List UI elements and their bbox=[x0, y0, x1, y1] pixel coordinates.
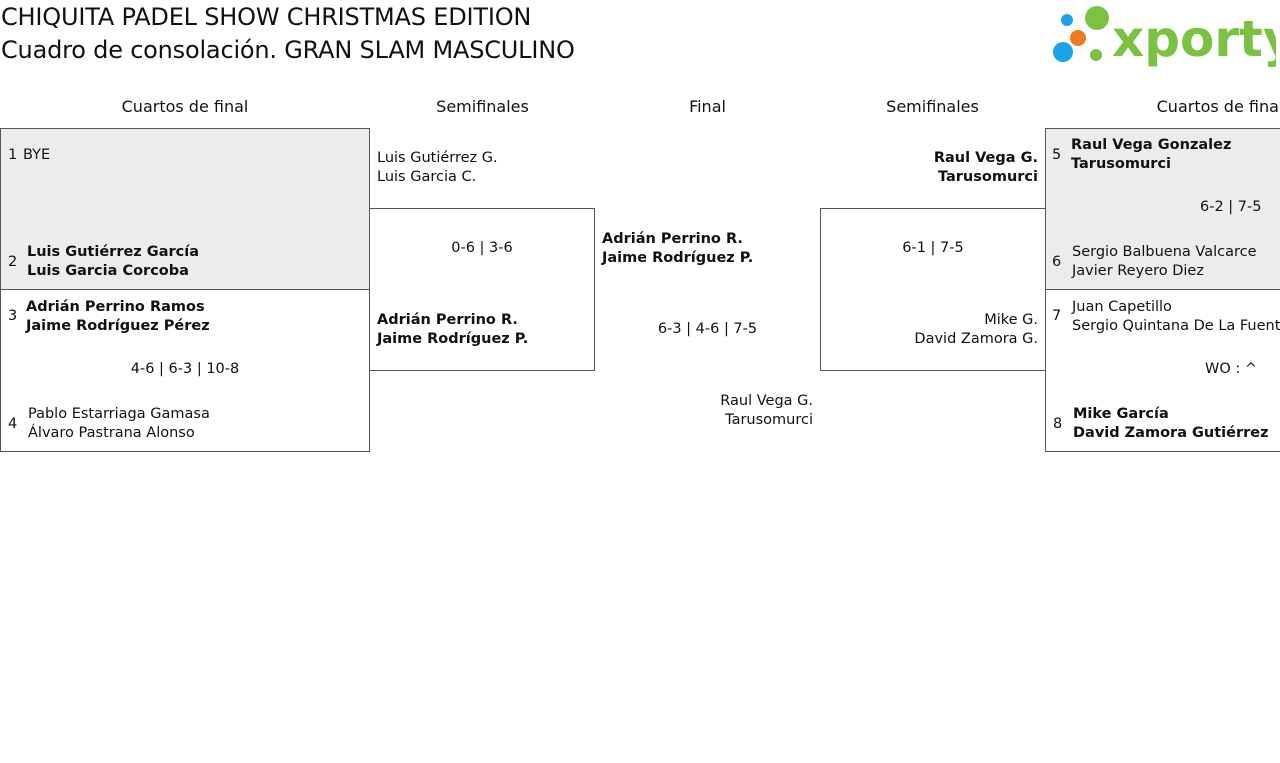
team-name: BYE bbox=[23, 147, 51, 163]
match-score: 0-6 | 3-6 bbox=[451, 240, 513, 256]
seed-number: 2 bbox=[8, 254, 18, 270]
round-right-quarterfinals: Cuartos de final bbox=[1156, 97, 1280, 116]
team-player: Tarusomurci bbox=[725, 412, 813, 428]
svg-text:xporty: xporty bbox=[1112, 10, 1276, 68]
round-final: Final bbox=[689, 97, 726, 116]
round-left-semifinals: Semifinales bbox=[436, 97, 529, 116]
round-right-semifinals: Semifinales bbox=[886, 97, 979, 116]
match-score: 6-3 | 4-6 | 7-5 bbox=[657, 321, 758, 337]
team-player: Adrián Perrino Ramos bbox=[26, 299, 205, 315]
team-player: Jaime Rodríguez Pérez bbox=[26, 318, 210, 334]
team-player: Sergio Quintana De La Fuente bbox=[1072, 318, 1280, 334]
team-player: Tarusomurci bbox=[1071, 156, 1172, 172]
right-quarter-match-2 bbox=[1045, 289, 1280, 452]
page-title: CHIQUITA PADEL SHOW CHRISTMAS EDITION bbox=[1, 3, 532, 31]
left-semi-match bbox=[369, 208, 595, 371]
team-player: Pablo Estarriaga Gamasa bbox=[28, 406, 210, 422]
seed-number: 6 bbox=[1052, 254, 1062, 270]
team-player: Raul Vega G. bbox=[720, 393, 813, 409]
match-score: 6-2 | 7-5 bbox=[1200, 199, 1262, 215]
team-player: Raul Vega Gonzalez bbox=[1071, 137, 1232, 153]
seed-number: 4 bbox=[8, 416, 18, 432]
right-quarter-match-1 bbox=[1045, 128, 1280, 290]
left-quarter-match-1 bbox=[0, 128, 370, 290]
seed-number: 7 bbox=[1052, 308, 1062, 324]
team-player: Sergio Balbuena Valcarce bbox=[1072, 244, 1257, 260]
seed-number: 5 bbox=[1052, 147, 1062, 163]
team-player: David Zamora Gutiérrez bbox=[1073, 425, 1269, 441]
team-player: Raul Vega G. bbox=[933, 150, 1038, 166]
team-player: David Zamora G. bbox=[914, 331, 1038, 347]
seed-number: 1 bbox=[8, 147, 18, 163]
match-score: 4-6 | 6-3 | 10-8 bbox=[130, 361, 240, 377]
team-player: Mike García bbox=[1073, 406, 1169, 422]
match-score: 6-1 | 7-5 bbox=[902, 240, 964, 256]
match-score: WO : ^ bbox=[1205, 361, 1258, 377]
team-player: Luis Gutiérrez G. bbox=[377, 150, 498, 166]
team-player: Adrián Perrino R. bbox=[602, 231, 743, 247]
team-player: Javier Reyero Diez bbox=[1072, 263, 1204, 279]
team-player: Mike G. bbox=[984, 312, 1038, 328]
team-player: Juan Capetillo bbox=[1072, 299, 1172, 315]
team-player: Luis Gutiérrez García bbox=[27, 244, 199, 260]
team-player: Jaime Rodríguez P. bbox=[602, 250, 754, 266]
team-player: Tarusomurci bbox=[937, 169, 1038, 185]
team-player: Adrián Perrino R. bbox=[377, 312, 518, 328]
team-player: Luis Garcia Corcoba bbox=[27, 263, 189, 279]
xporty-logo: xporty bbox=[1050, 4, 1280, 68]
seed-number: 3 bbox=[8, 308, 18, 324]
team-player: Luis Garcia C. bbox=[377, 169, 477, 185]
team-player: Álvaro Pastrana Alonso bbox=[28, 425, 195, 441]
team-player: Jaime Rodríguez P. bbox=[377, 331, 529, 347]
page-subtitle: Cuadro de consolación. GRAN SLAM MASCULI… bbox=[1, 36, 575, 64]
seed-number: 8 bbox=[1053, 416, 1063, 432]
round-left-quarterfinals: Cuartos de final bbox=[121, 97, 249, 116]
